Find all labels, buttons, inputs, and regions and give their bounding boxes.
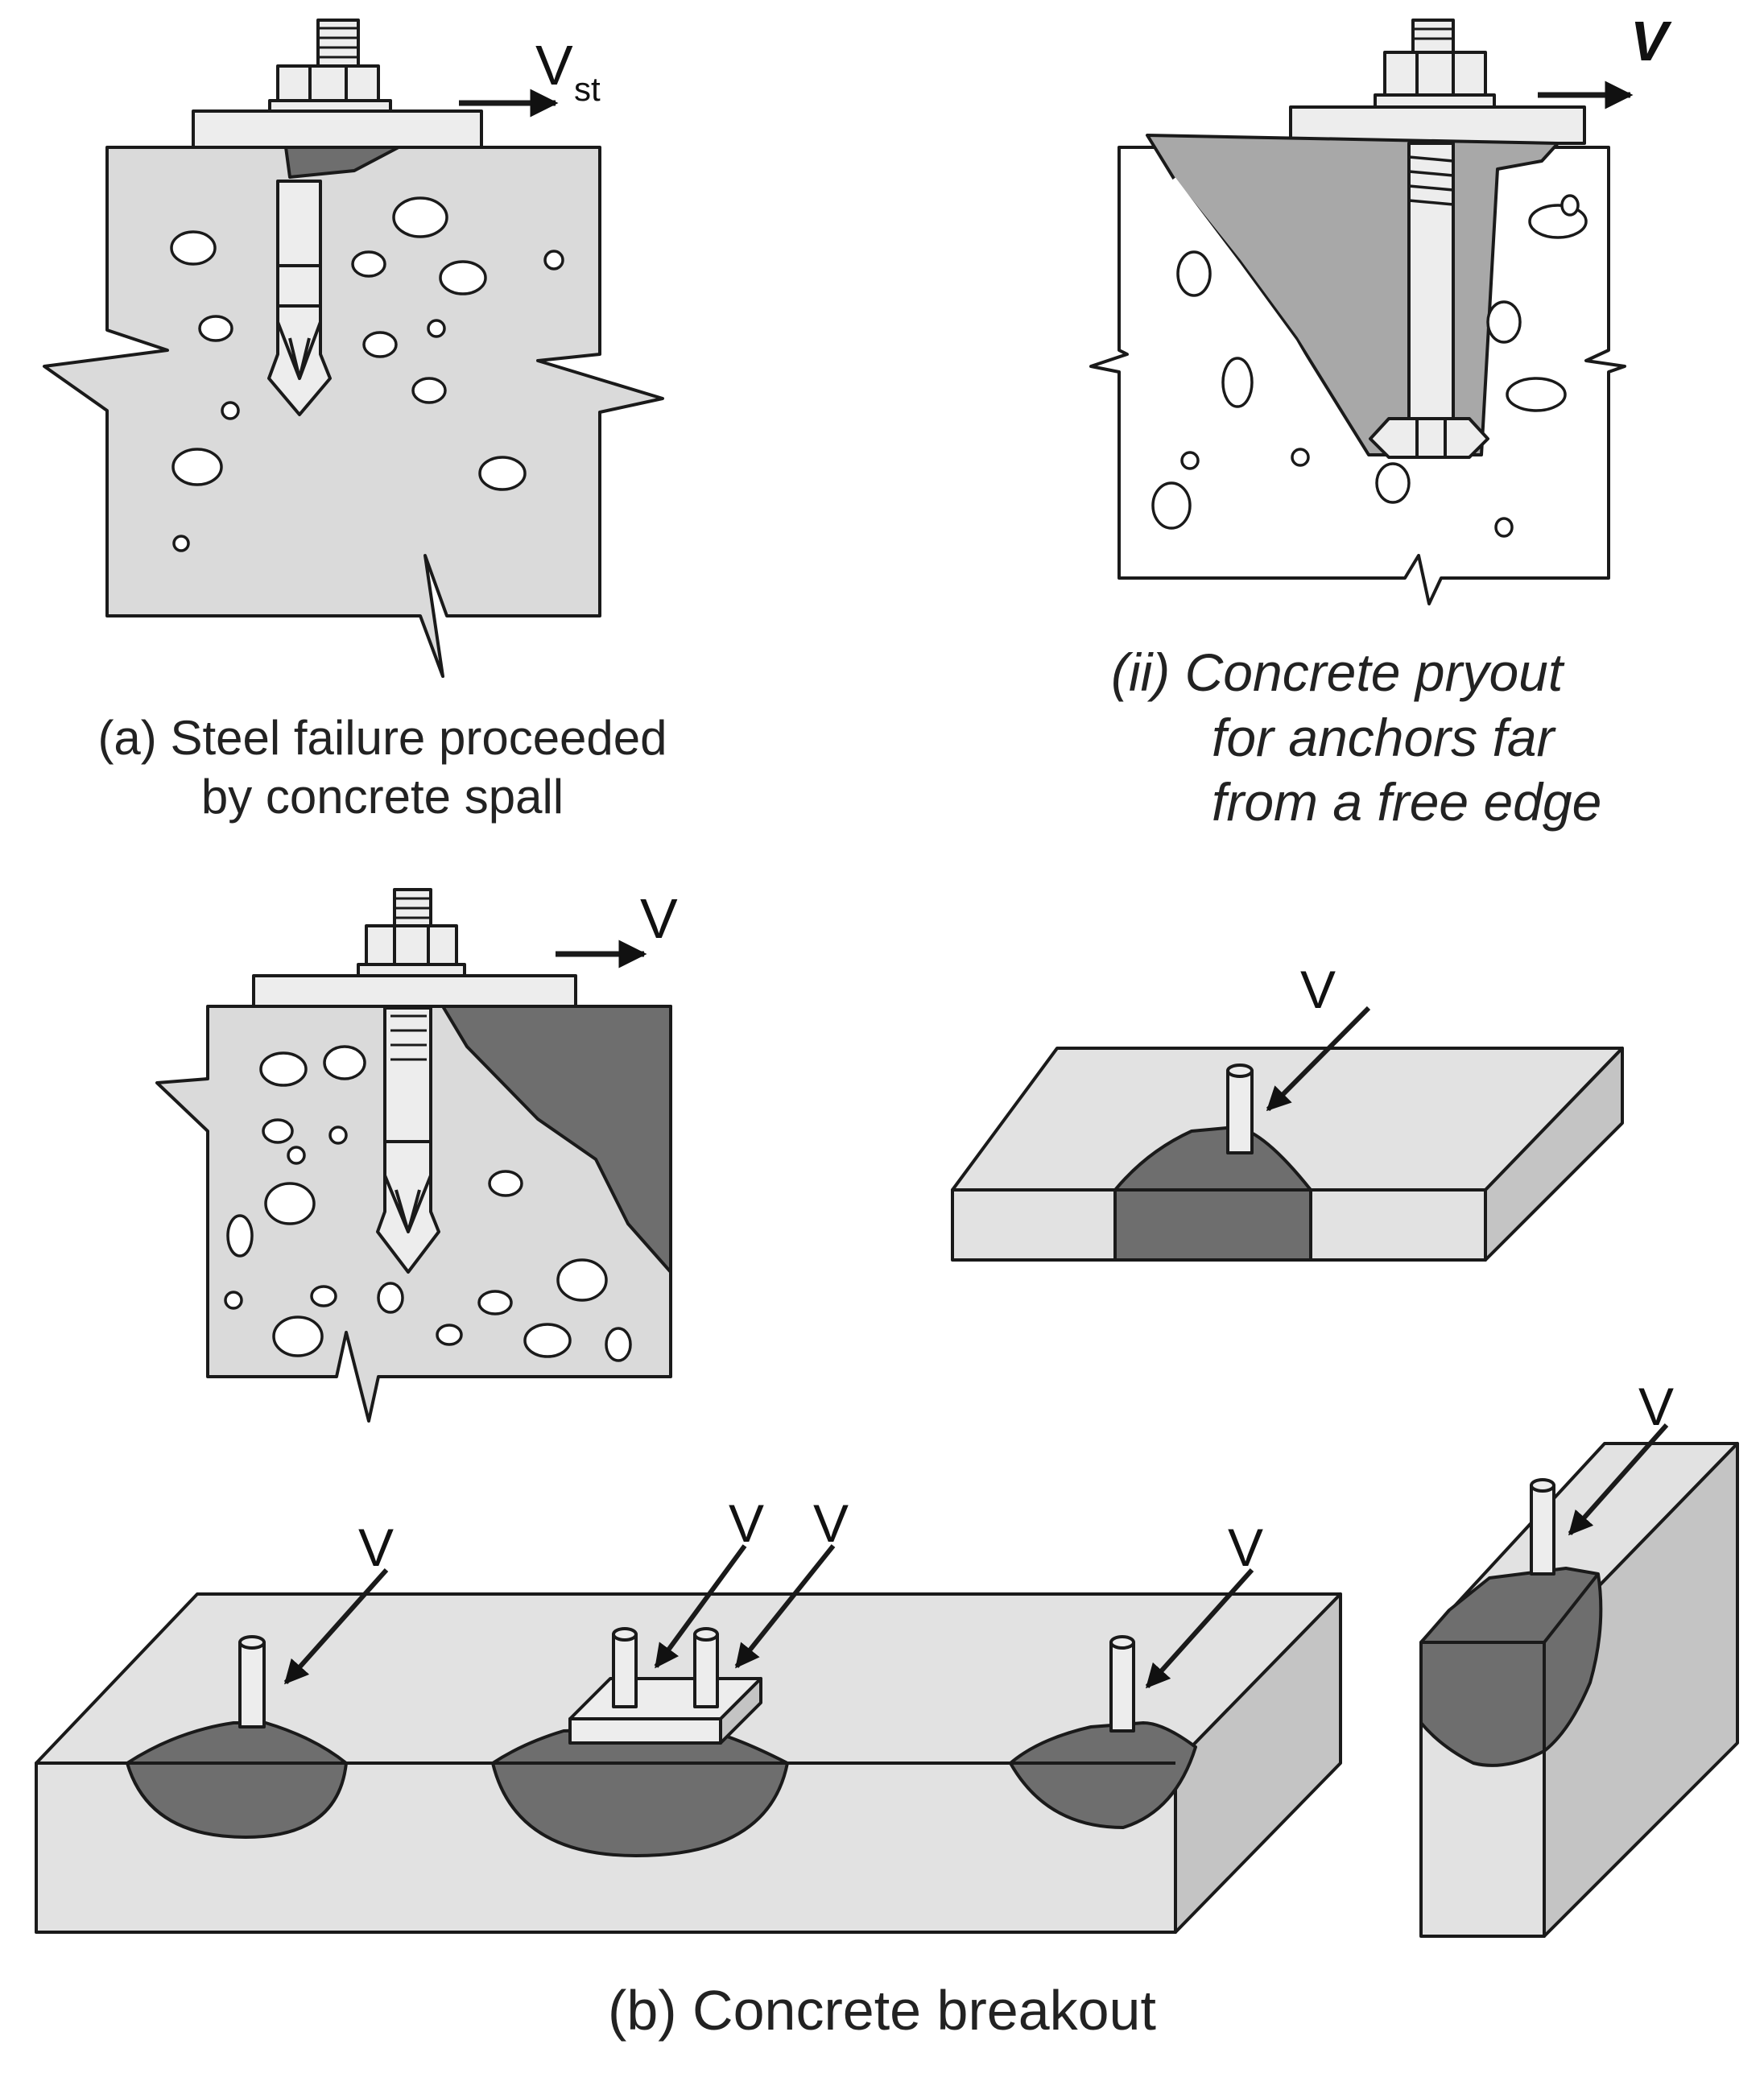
- anchor-long-left: [238, 1641, 266, 1728]
- threaded-stud-ii: [1411, 19, 1455, 54]
- label-v-long-right: V: [1228, 1518, 1263, 1577]
- corner-side: [1543, 1442, 1739, 1938]
- label-v-side: V: [640, 887, 678, 950]
- anchor-group-a: [612, 1633, 638, 1708]
- anchor-a: [267, 180, 332, 416]
- caption-a-line-1: (a) Steel failure proceeded: [97, 711, 667, 765]
- panel-breakout-long-slab: [35, 1544, 1342, 1934]
- base-plate-ii: [1289, 105, 1586, 145]
- label-v-long-left: V: [358, 1518, 394, 1577]
- anchor-group-b: [693, 1633, 719, 1708]
- group-plate-front: [568, 1717, 722, 1745]
- panel-breakout-corner: [1419, 1423, 1739, 1938]
- concrete-block-a: [43, 146, 664, 678]
- panel-breakout-slab-edge: [951, 1006, 1624, 1262]
- load-arrow-corner: [1568, 1423, 1669, 1536]
- label-v-corner: V: [1638, 1377, 1674, 1436]
- load-arrow-long-mid-b: [734, 1544, 836, 1669]
- anchor-head-ii: [1369, 417, 1489, 459]
- anchor-corner: [1530, 1484, 1555, 1576]
- slab-side: [1484, 1047, 1624, 1262]
- caption-ii-line-1: (ii) Concrete pryout: [1111, 642, 1564, 702]
- caption-steel-failure: (a) Steel failure proceeded by concrete …: [48, 708, 717, 826]
- caption-a-line-2: by concrete spall: [200, 770, 564, 824]
- caption-b-line: (b) Concrete breakout: [608, 1979, 1156, 2042]
- label-v-pryout: V: [1630, 10, 1672, 72]
- load-arrow-slab-edge: [1266, 1006, 1371, 1112]
- breakout-left: [126, 1721, 348, 1839]
- panel-breakout-side-view: [155, 888, 672, 1423]
- aggregates-b-side: [224, 1045, 632, 1362]
- label-v-slab-edge: V: [1300, 960, 1336, 1019]
- label-v-st-subscript: st: [574, 70, 601, 108]
- anchor-slab-edge: [1226, 1069, 1254, 1154]
- anchor-long-right: [1109, 1641, 1135, 1733]
- label-v-long-mid-b: V: [813, 1493, 849, 1553]
- washer-b-side: [357, 963, 466, 977]
- washer-a: [268, 99, 392, 113]
- load-arrow-long-right: [1145, 1567, 1254, 1689]
- nut-ii: [1383, 51, 1487, 101]
- caption-ii-line-2: for anchors far: [1212, 707, 1555, 767]
- washer-ii: [1374, 93, 1496, 109]
- threaded-stud-a: [316, 19, 360, 68]
- load-arrow-long-mid-a: [654, 1544, 747, 1669]
- label-v-long-mid-a: V: [729, 1493, 764, 1553]
- breakout-middle: [491, 1725, 789, 1857]
- caption-concrete-pryout: (ii) Concrete pryout for anchors far fro…: [1111, 640, 1601, 835]
- caption-ii-line-3: from a free edge: [1212, 772, 1602, 832]
- spall-wedge-a: [284, 146, 400, 179]
- breakout-corner: [1419, 1567, 1603, 1767]
- breakout-wedge-b-side: [441, 1005, 672, 1274]
- aggregates-ii: [1151, 194, 1588, 538]
- caption-concrete-breakout: (b) Concrete breakout: [0, 1976, 1764, 2045]
- nut-b-side: [365, 924, 458, 969]
- breakout-right: [1009, 1721, 1197, 1829]
- panel-steel-failure: [43, 19, 664, 678]
- label-v-st: V: [535, 34, 573, 97]
- panel-concrete-pryout: [1089, 19, 1634, 605]
- long-slab-side: [1174, 1592, 1342, 1934]
- aggregates-a: [170, 196, 564, 552]
- anchor-bolt-ii: [1407, 142, 1455, 420]
- load-arrow-long-left: [283, 1568, 389, 1685]
- base-plate-b-side: [252, 974, 577, 1008]
- base-plate-a: [192, 109, 483, 149]
